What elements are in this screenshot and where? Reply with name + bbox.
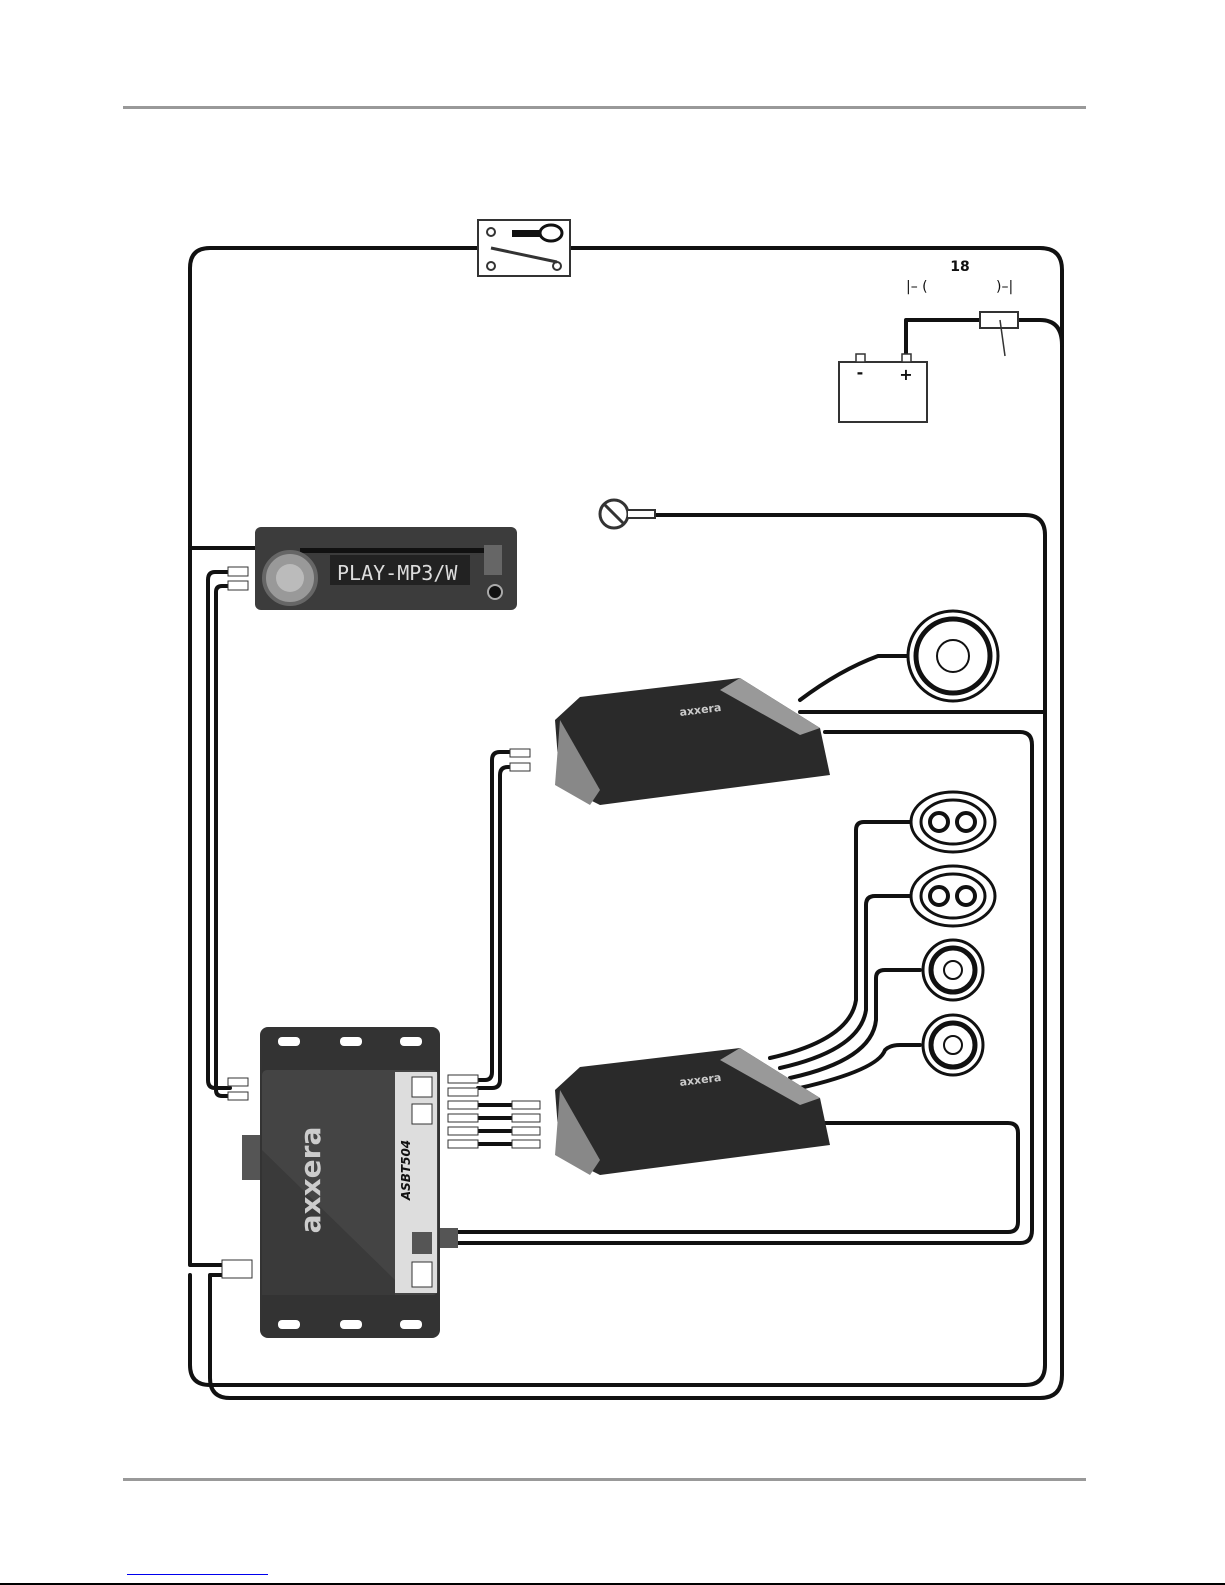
page-edge	[0, 1583, 1225, 1585]
amp1-remote-wire	[456, 730, 1034, 1245]
amplifier-2: axxera	[511, 1048, 830, 1175]
key-icon	[512, 223, 564, 243]
amplifier-1: axxera	[509, 678, 830, 805]
battery-positive-wire	[904, 318, 1064, 357]
battery-minus: -	[857, 363, 864, 382]
amp1-power-wire	[798, 654, 1047, 714]
remote-terminal	[440, 1228, 458, 1248]
radio-rca-cable	[206, 570, 232, 1098]
battery-plus: +	[899, 365, 912, 384]
fuse	[979, 311, 1019, 357]
round-speaker-2-icon	[921, 1013, 985, 1077]
wires	[188, 246, 1064, 1400]
footer-link[interactable]	[127, 1574, 268, 1575]
amp1-rca-cable	[476, 750, 512, 1090]
speaker-wire-4	[798, 1043, 922, 1090]
processor-logo: axxera	[294, 1127, 327, 1234]
speaker-wire-2	[778, 894, 914, 1070]
battery: - +	[838, 353, 928, 423]
crossover-icon	[412, 1232, 432, 1254]
ignition-switch	[477, 219, 571, 277]
feature-badge-icon	[411, 1261, 433, 1288]
round-speaker-1-icon	[921, 938, 985, 1002]
processor-amp2-rca	[476, 1103, 514, 1146]
amplifier-2-logo: axxera	[679, 1071, 722, 1089]
processor-asbt504: axxera ASBT504	[221, 1027, 479, 1338]
input-terminal	[242, 1135, 260, 1180]
amp2-remote-wire	[456, 1121, 1020, 1234]
subwoofer-icon	[906, 609, 1000, 703]
head-unit-display: PLAY-MP3/W	[337, 561, 458, 585]
ground-loop	[188, 513, 1047, 1387]
processor-model: ASBT504	[399, 1140, 413, 1201]
equalizer-icon	[411, 1103, 433, 1125]
footer-rule	[123, 1478, 1086, 1481]
oval-speaker-2-icon	[909, 864, 997, 928]
bluetooth-icon	[411, 1076, 433, 1098]
power-connector	[221, 1259, 253, 1279]
amplifier-1-logo: axxera	[679, 701, 722, 719]
speaker-wire-3	[788, 968, 922, 1080]
header-rule	[123, 106, 1086, 109]
head-unit: PLAY-MP3/W	[227, 527, 517, 610]
fuse-bracket-right: )–|	[996, 279, 1013, 295]
fuse-bracket-left: |– (	[906, 279, 928, 295]
speaker-wire-1	[768, 820, 914, 1060]
fuse-distance-label: 18	[950, 259, 969, 275]
ignition-wire-right	[208, 246, 1064, 1400]
ground-terminal-icon	[598, 498, 656, 530]
ignition-wire-left	[188, 246, 480, 1267]
oval-speaker-1-icon	[909, 790, 997, 854]
